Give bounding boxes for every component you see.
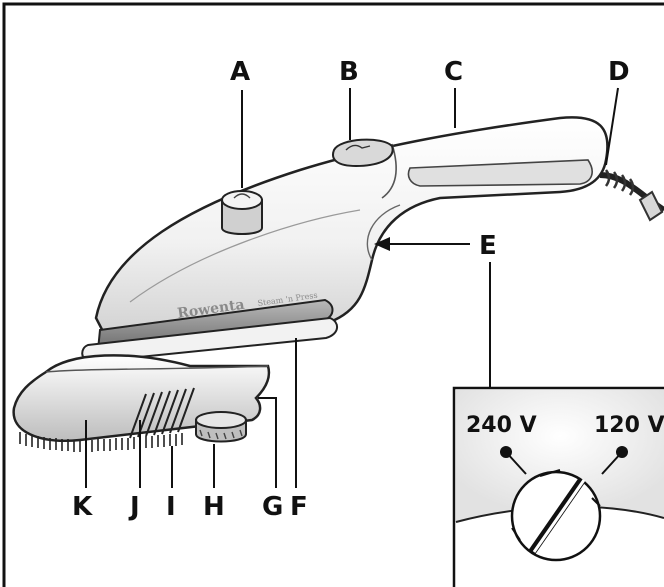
voltage-selector-dial <box>510 469 602 562</box>
callout-labels: A B C D E K J I H G F <box>72 57 630 522</box>
voltage-120-label: 120 V <box>594 413 664 438</box>
callout-e: E <box>479 231 497 261</box>
voltage-240-label: 240 V <box>466 413 537 438</box>
callout-b: B <box>339 57 359 87</box>
callout-f: F <box>290 492 308 522</box>
callout-d: D <box>608 57 630 87</box>
brush-attachment <box>12 354 271 452</box>
power-cord <box>599 169 664 222</box>
steam-dial <box>221 190 263 235</box>
callout-a: A <box>230 57 250 87</box>
steam-button <box>332 138 394 168</box>
soleplate <box>81 298 338 364</box>
callout-c: C <box>444 57 463 87</box>
callout-g: G <box>262 492 283 522</box>
callout-h: H <box>203 492 225 522</box>
leader-lines <box>85 87 619 488</box>
callout-k: K <box>72 492 93 522</box>
voltage-selector-inset: 240 V 120 V <box>452 386 664 587</box>
attachment-lock <box>195 411 247 443</box>
callout-j: J <box>128 492 140 522</box>
steam-vents <box>129 387 195 439</box>
callout-i: I <box>166 492 176 522</box>
